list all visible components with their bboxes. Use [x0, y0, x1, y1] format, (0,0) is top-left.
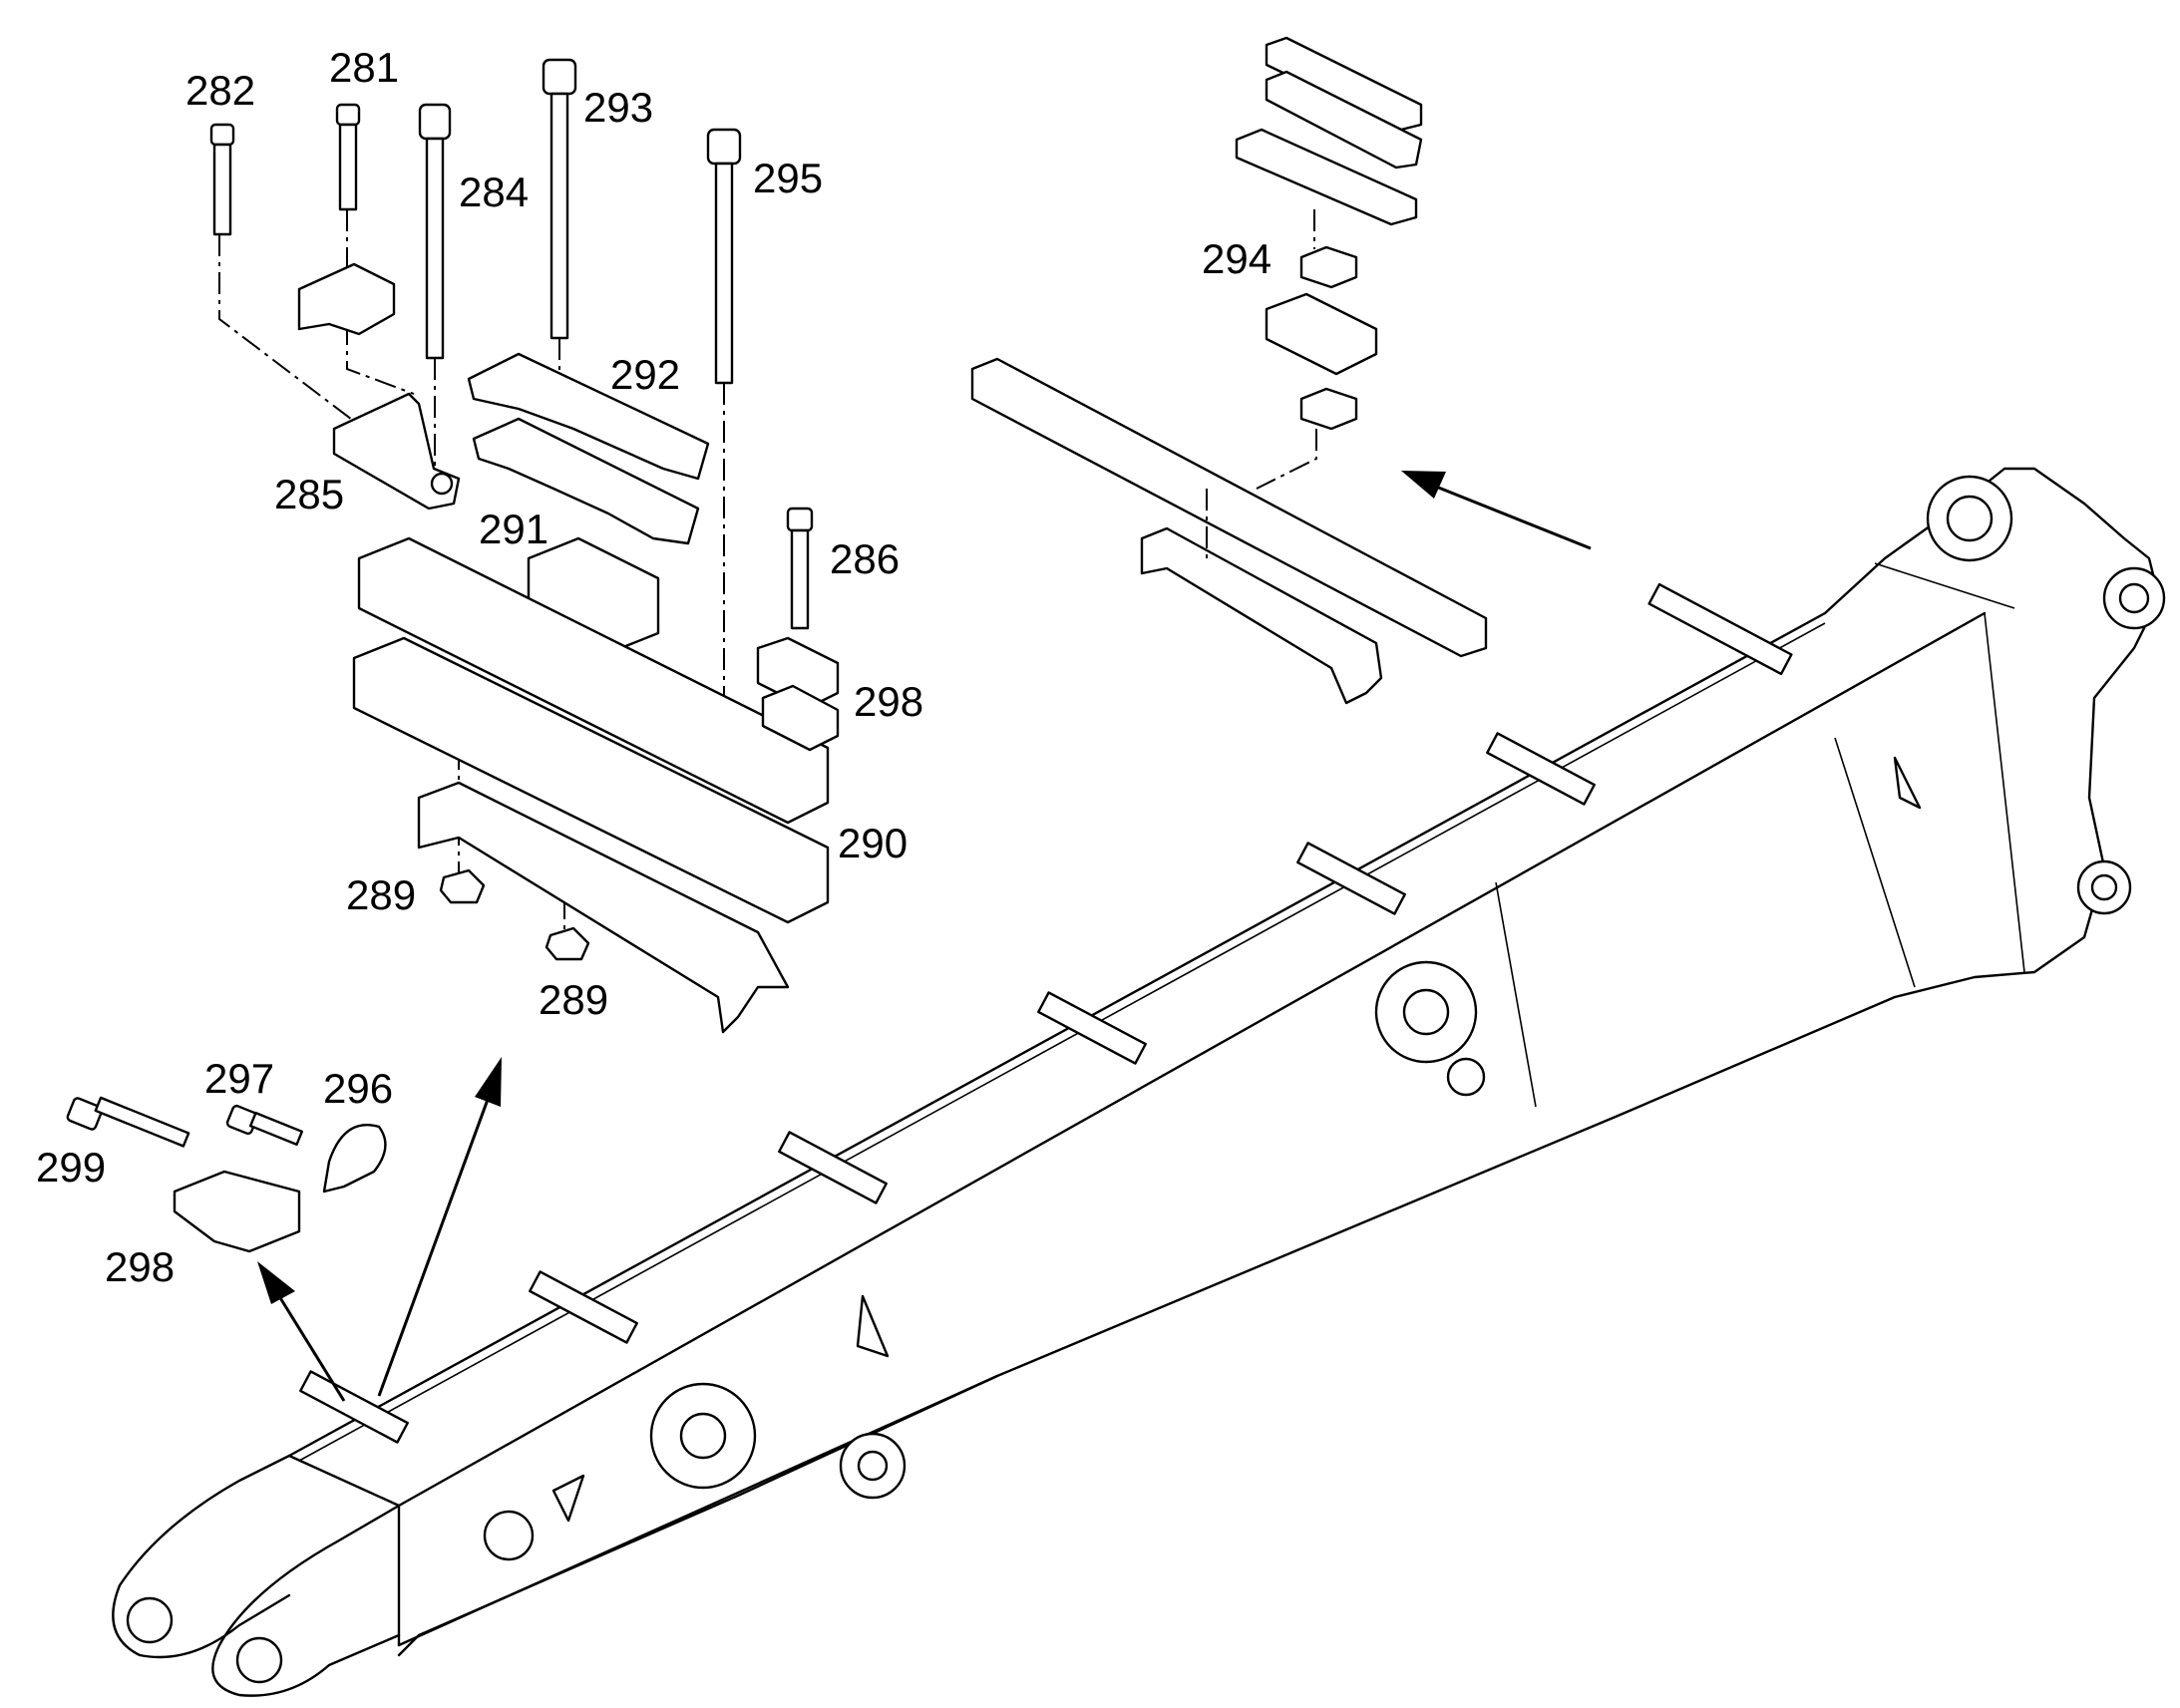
- right-exploded-assembly: [970, 36, 1488, 705]
- part-labels: 282 281 293 284 295 292 285 291 286 298 …: [36, 44, 1272, 1290]
- label-291: 291: [479, 506, 548, 552]
- label-297: 297: [204, 1055, 274, 1102]
- label-289-left: 289: [346, 871, 416, 918]
- bolt-297: [225, 1104, 304, 1147]
- block-298-lower: [173, 1170, 301, 1253]
- label-296: 296: [323, 1065, 393, 1112]
- clamp-row: [299, 582, 1793, 1444]
- clamp-296: [322, 1124, 387, 1194]
- label-284: 284: [459, 169, 529, 215]
- label-290: 290: [838, 820, 908, 866]
- bolt-281: [335, 103, 361, 211]
- label-299: 299: [36, 1144, 106, 1191]
- label-293: 293: [583, 84, 653, 131]
- label-281: 281: [329, 44, 399, 91]
- label-282: 282: [185, 67, 255, 114]
- label-298-lower: 298: [105, 1243, 175, 1290]
- label-289-right: 289: [539, 976, 608, 1023]
- bolt-293: [542, 58, 577, 340]
- label-285: 285: [274, 471, 344, 517]
- bolt-282: [209, 123, 235, 236]
- bolt-284: [418, 103, 452, 360]
- bolt-299: [66, 1096, 190, 1148]
- boom-arm: [112, 467, 2166, 1697]
- label-295: 295: [753, 155, 823, 201]
- bolt-295: [706, 128, 742, 385]
- label-298-upper: 298: [854, 678, 923, 725]
- left-exploded-assembly: [66, 58, 840, 1253]
- callout-arrows: [257, 471, 1592, 1402]
- label-292: 292: [610, 351, 680, 398]
- label-286: 286: [830, 535, 900, 582]
- label-294: 294: [1202, 235, 1272, 282]
- bolt-286: [786, 507, 814, 630]
